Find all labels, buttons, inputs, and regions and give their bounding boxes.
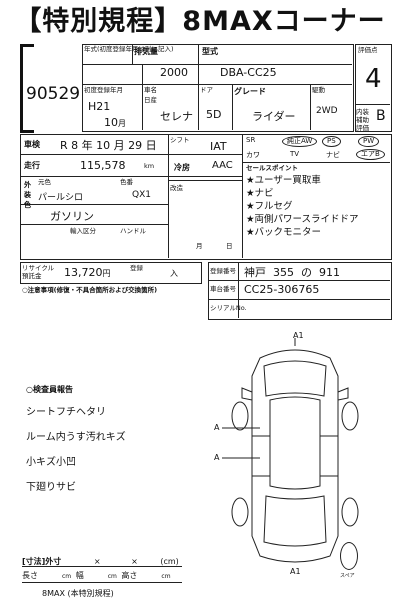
footer-bottom-text: 8MAX (本特別規程) bbox=[42, 589, 114, 598]
era-value: H21 bbox=[88, 100, 111, 113]
lot-number: 90529 bbox=[26, 84, 81, 104]
serial-label: シリアルNo. bbox=[210, 304, 247, 312]
spare-label: スペア bbox=[340, 573, 355, 579]
sales-point: ★フルセグ bbox=[246, 201, 293, 212]
recycle-status: 入 bbox=[170, 269, 178, 278]
size-label: [寸法]外寸 bbox=[22, 557, 62, 566]
inspection-note: 小キズ小凹 bbox=[26, 457, 76, 468]
interior-label: 内装補助評価 bbox=[356, 108, 369, 132]
option-leather: カワ bbox=[246, 151, 260, 159]
plate-label: 登録番号 bbox=[210, 267, 236, 275]
diagram-label-a2: A bbox=[214, 453, 220, 462]
mileage-value: 115,578 bbox=[80, 159, 126, 172]
inspect-value: R 8 年 10 月 29 日 bbox=[60, 139, 157, 152]
type-label: 型式 bbox=[202, 47, 218, 56]
sales-label: セールスポイント bbox=[246, 164, 298, 172]
ac-value: AAC bbox=[212, 160, 233, 171]
chassis-label: 車台番号 bbox=[210, 285, 236, 293]
mileage-label: 走行 bbox=[24, 161, 40, 170]
ac-label: 冷房 bbox=[174, 163, 190, 172]
displacement-label: 排気量 bbox=[134, 47, 158, 56]
option-sr: SR bbox=[246, 136, 256, 144]
drive-value: 2WD bbox=[316, 106, 338, 116]
chassis-value: CC25-306765 bbox=[244, 283, 320, 296]
recycle-status-label: 登録 bbox=[130, 264, 143, 272]
grade-label: グレード bbox=[234, 87, 266, 96]
car-diagram bbox=[222, 338, 359, 563]
car-name: セレナ bbox=[160, 110, 193, 123]
diagram-label-top: A1 bbox=[293, 331, 304, 340]
recycle-label: リサイクル預託金 bbox=[22, 264, 55, 280]
lower-section: リサイクル預託金 13,720円 登録 入 ○注意事項(修復・不具合箇所および交… bbox=[20, 262, 392, 322]
option-aw: 純正AW bbox=[282, 136, 318, 147]
mid-section: 車検 R 8 年 10 月 29 日 走行 115,578 km 外装色 元色 … bbox=[20, 134, 392, 260]
color-code-label: 色番 bbox=[120, 178, 133, 186]
interior-value: B bbox=[376, 108, 386, 124]
top-section: 90529 年式(初度登録年月は別に記入) 排気量 2000 型式 DBA-CC… bbox=[20, 44, 392, 133]
inspection-note: 下廻りサビ bbox=[26, 482, 76, 493]
day-label: 日 bbox=[226, 242, 233, 250]
color-code-value: QX1 bbox=[132, 190, 151, 200]
inspection-note: シートフチヘタリ bbox=[26, 407, 106, 418]
grade-value: ライダー bbox=[252, 110, 296, 123]
diagram-label-bottom: A1 bbox=[290, 567, 301, 576]
mileage-unit: km bbox=[144, 162, 155, 170]
sales-point: ★ユーザー買取車 bbox=[246, 175, 321, 186]
color-orig-label: 元色 bbox=[38, 178, 51, 186]
inspection-notes: ○検査員報告 シートフチヘタリ ルーム内うす汚れキズ 小キズ小凹 下廻りサビ bbox=[26, 384, 126, 493]
plate-value: 神戸 355 の 911 bbox=[244, 266, 340, 279]
revision-label: 改造 bbox=[170, 184, 183, 192]
handle-label: ハンドル bbox=[120, 227, 146, 235]
color-label: 外装色 bbox=[24, 181, 31, 209]
sales-point: ★バックモニター bbox=[246, 227, 322, 238]
doors-value: 5D bbox=[206, 108, 222, 121]
sales-point: ★両側パワースライドドア bbox=[246, 214, 359, 225]
name-label: 車名 bbox=[144, 86, 157, 94]
month-label: 月 bbox=[196, 242, 203, 250]
sales-point: ★ナビ bbox=[246, 188, 274, 199]
recycle-value: 13,720円 bbox=[64, 266, 111, 279]
shift-label: シフト bbox=[170, 136, 190, 144]
option-airbag: エアB bbox=[356, 149, 385, 160]
first-reg-label: 年式(初度登録年月は別に記入) bbox=[84, 45, 174, 53]
diagram-label-a1: A bbox=[214, 423, 220, 432]
score-label: 評価点 bbox=[358, 46, 378, 54]
color-orig-value: パールシロ bbox=[38, 193, 84, 203]
option-pw: PW bbox=[358, 136, 380, 147]
option-navi: ナビ bbox=[326, 151, 340, 159]
inspection-note: ルーム内うす汚れキズ bbox=[26, 432, 126, 443]
sales-points: ★ユーザー買取車 ★ナビ ★フルセグ ★両側パワースライドドア ★バックモニター bbox=[246, 174, 359, 239]
drive-label: 駆動 bbox=[312, 86, 325, 94]
displacement-value: 2000 bbox=[160, 66, 188, 79]
month-value: 10月 bbox=[104, 116, 126, 129]
shift-value: IAT bbox=[210, 140, 227, 153]
page-title: 【特別規程】8MAXコーナー bbox=[14, 5, 386, 37]
equipment-label: 輸入区分 bbox=[70, 227, 96, 235]
inspection-heading: ○検査員報告 bbox=[26, 385, 73, 394]
score-value: 4 bbox=[365, 64, 382, 94]
door-label: ドア bbox=[200, 86, 213, 94]
inspect-label: 車検 bbox=[24, 140, 40, 149]
option-ps: PS bbox=[322, 136, 341, 147]
type-value: DBA-CC25 bbox=[220, 66, 277, 79]
spare-tire-icon bbox=[340, 542, 358, 570]
note-label: ○注意事項(修復・不具合箇所および交換箇所) bbox=[22, 286, 158, 294]
fuel-value: ガソリン bbox=[50, 210, 94, 223]
reg-date-label: 初度登録年月 bbox=[84, 86, 123, 94]
maker-label: 日産 bbox=[144, 96, 157, 104]
option-tv: TV bbox=[290, 150, 300, 158]
